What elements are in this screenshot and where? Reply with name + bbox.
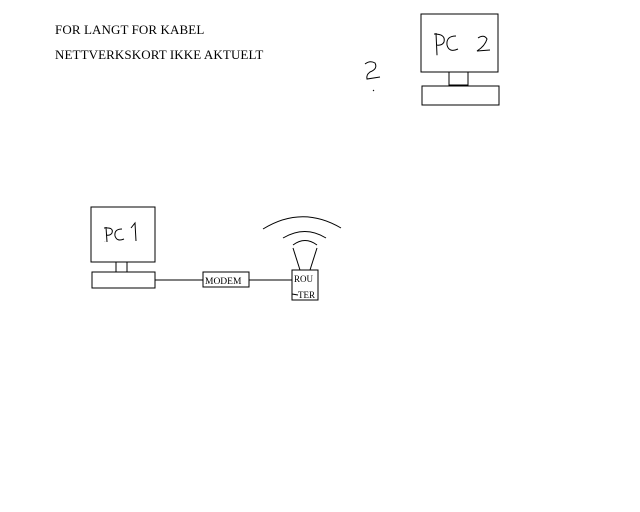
pc1-label-text: PC 1 <box>104 241 106 243</box>
pc2-stand <box>448 71 469 86</box>
router-label-dash <box>291 293 299 296</box>
router-label-bottom: TER <box>298 290 315 300</box>
pc2: PC 2 <box>420 13 500 106</box>
router: ROU TER <box>262 216 342 301</box>
router-antenna-left <box>292 247 301 271</box>
modem: MODEM <box>202 271 250 288</box>
pc2-base <box>421 85 500 106</box>
pc2-label-text: PC 2 <box>436 55 438 57</box>
note-line-2: NETTVERKSKORT IKKE AKTUELT <box>55 47 264 62</box>
router-antenna-right <box>309 247 318 271</box>
pc1-stand <box>115 261 128 273</box>
pc1-base <box>91 271 156 289</box>
pc1-monitor <box>90 206 156 263</box>
modem-label: MODEM <box>205 277 242 287</box>
question-mark-text: ? <box>360 79 361 81</box>
pc2-monitor <box>420 13 499 73</box>
note-line-1: FOR LANGT FOR KABEL <box>55 22 205 37</box>
pc2-label <box>433 32 491 56</box>
wifi-wave-outer <box>262 216 342 230</box>
wifi-wave-inner <box>292 240 318 246</box>
wifi-wave-middle <box>282 231 327 239</box>
pc1-label <box>103 221 137 243</box>
pc1: PC 1 <box>90 206 156 289</box>
router-label-top: ROU <box>294 274 314 284</box>
question-mark <box>364 61 381 92</box>
router-box <box>291 269 319 301</box>
